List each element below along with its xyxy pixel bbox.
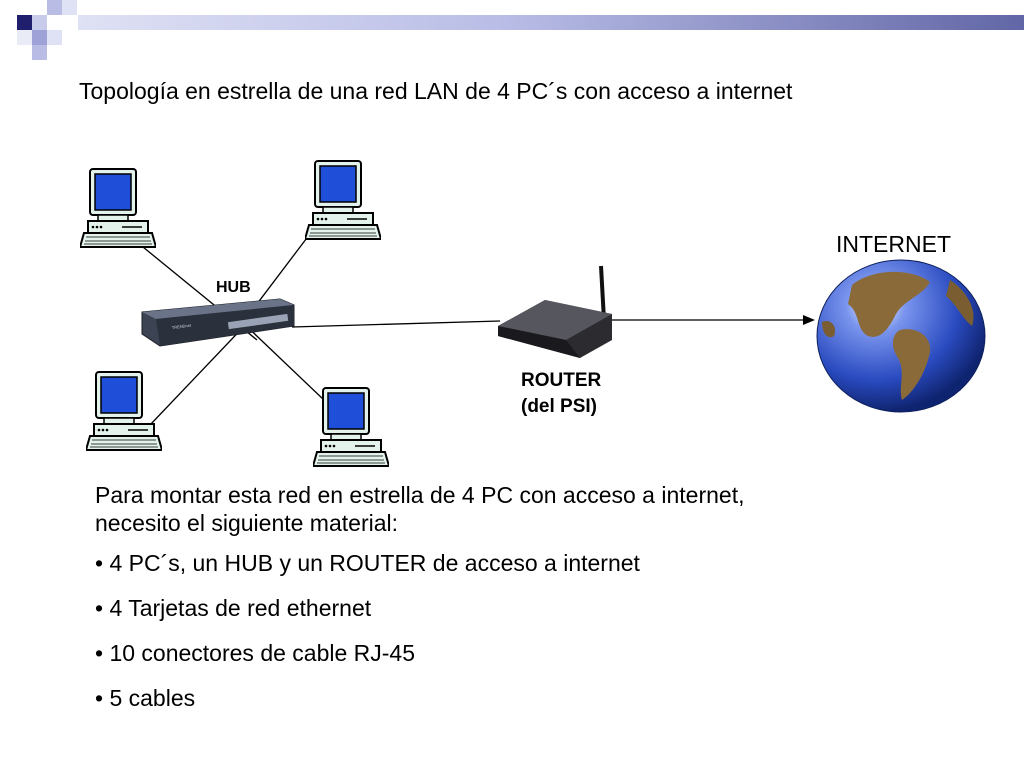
header-gradient-bar — [78, 15, 1024, 30]
router-icon — [498, 265, 612, 358]
computer-icon — [305, 160, 381, 240]
globe-icon — [816, 259, 986, 413]
hub-icon: TRENDnet — [141, 298, 295, 347]
header-square-mid — [17, 30, 32, 45]
slide-title: Topología en estrella de una red LAN de … — [79, 78, 793, 104]
header-square-mid — [32, 30, 47, 45]
router-label-line1: ROUTER — [521, 370, 602, 391]
header-square-light — [32, 15, 47, 30]
header-square-mid — [47, 0, 62, 15]
header-square-light — [62, 0, 77, 15]
materials-intro-line1: Para montar esta red en estrella de 4 PC… — [95, 482, 745, 508]
svg-text:TRENDnet: TRENDnet — [172, 323, 193, 330]
materials-text: Para montar esta red en estrella de 4 PC… — [95, 481, 855, 729]
arrow-head — [803, 315, 815, 325]
header-square-dark — [17, 15, 32, 30]
materials-list-item: • 10 conectores de cable RJ-45 — [95, 640, 416, 666]
hub-label: HUB — [216, 279, 251, 296]
materials-list-item: • 5 cables — [95, 685, 196, 711]
materials-intro-line2: necesito el siguiente material: — [95, 510, 398, 536]
materials-list-item: • 4 PC´s, un HUB y un ROUTER de acceso a… — [95, 550, 640, 576]
computer-icon — [313, 387, 389, 467]
header-square-mid — [32, 45, 47, 60]
router-label: ROUTER (del PSI) — [521, 368, 601, 420]
computer-icon — [80, 168, 156, 248]
internet-label: INTERNET — [836, 231, 951, 257]
materials-list-item: • 4 Tarjetas de red ethernet — [95, 595, 372, 621]
router-label-line2: (del PSI) — [521, 396, 598, 417]
header-square-light — [47, 30, 62, 45]
materials-intro: Para montar esta red en estrella de 4 PC… — [95, 481, 855, 537]
computer-icon — [86, 371, 162, 451]
cable-line — [149, 319, 251, 426]
cable-line — [291, 320, 501, 328]
